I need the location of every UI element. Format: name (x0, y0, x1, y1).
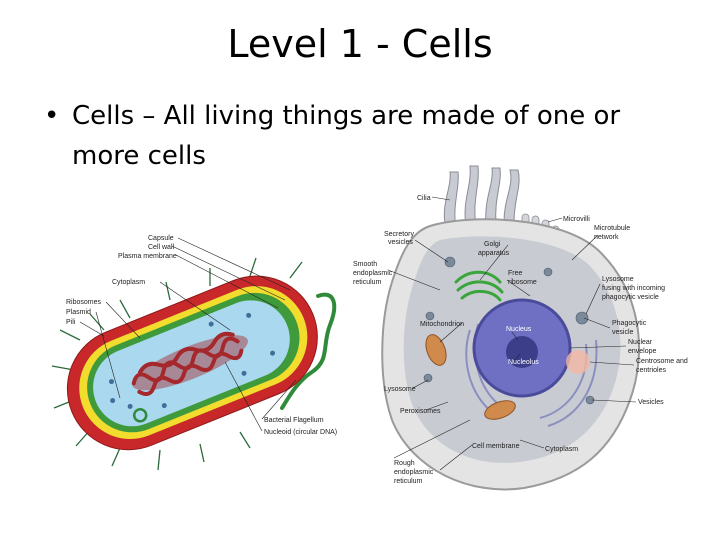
label-nucleoid: Nucleoid (circular DNA) (264, 429, 337, 436)
label-cytoplasm-animal: Cytoplasm (545, 446, 578, 453)
label-cytoplasm-bacterial: Cytoplasm (112, 279, 145, 286)
vesicles (423, 256, 595, 405)
label-free-ribosome-1: Free (508, 270, 523, 277)
bullet-text: Cells – All living things are made of on… (72, 101, 621, 171)
label-microtubule-2: network (594, 234, 619, 241)
label-cilia: Cilia (417, 195, 431, 202)
label-pili: Pili (66, 319, 76, 326)
label-rough-er-3: reticulum (394, 478, 423, 485)
mitochondria (425, 334, 516, 420)
label-smooth-er-1: Smooth (353, 261, 377, 268)
label-plasma-membrane: Plasma membrane (118, 253, 177, 260)
label-vesicles: Vesicles (638, 399, 664, 406)
label-secretory-2: vesicles (388, 239, 413, 246)
label-lysosome-fuse-3: phagocytic vesicle (602, 294, 659, 301)
label-free-ribosome-2: ribosome (508, 279, 537, 286)
label-nuclear-env-2: envelope (628, 348, 657, 355)
label-peroxisomes: Peroxisomes (400, 408, 441, 415)
label-golgi-1: Golgi (484, 241, 501, 248)
label-rough-er-2: endoplasmic (394, 469, 434, 476)
label-smooth-er-3: reticulum (353, 279, 382, 286)
label-centrosome-1: Centrosome and (636, 358, 688, 365)
label-nuclear-env-1: Nuclear (628, 339, 653, 346)
cilia (443, 165, 520, 229)
animal-leader-lines (387, 196, 637, 471)
label-golgi-2: apparatus (478, 250, 510, 257)
ribosomes (108, 312, 276, 409)
plasmid (132, 408, 148, 423)
nucleolus (506, 336, 538, 368)
label-microtubule-1: Microtubule (594, 225, 630, 232)
label-microvilli: Microvilli (563, 216, 590, 223)
label-lysosome-fuse-1: Lysosome (602, 276, 634, 283)
bacterial-leader-lines (79, 237, 297, 432)
label-secretory-1: Secretory (384, 231, 414, 238)
label-mitochondrion: Mitochondrion (420, 321, 464, 328)
label-flagellum: Bacterial Flagellum (264, 417, 324, 424)
label-phagocytic-2: vesicle (612, 329, 634, 336)
label-cell-wall: Cell wall (148, 244, 175, 251)
centrosome (566, 350, 590, 374)
golgi-apparatus (454, 270, 504, 302)
label-cell-membrane: Cell membrane (472, 443, 520, 450)
label-lysosome-fuse-2: fusing with incoming (602, 285, 665, 292)
label-ribosomes: Ribosomes (66, 299, 102, 306)
label-centrosome-2: centrioles (636, 367, 666, 374)
label-capsule: Capsule (148, 235, 174, 242)
label-nucleolus: Nucleolus (508, 359, 539, 366)
animal-cell: Cilia Microvilli Secretory vesicles Golg… (353, 165, 688, 491)
bacterial-cell: Capsule Cell wall Plasma membrane Cytopl… (51, 235, 337, 471)
label-phagocytic-1: Phagocytic (612, 320, 647, 327)
label-plasmid: Plasmid (66, 309, 91, 316)
slide-title: Level 1 - Cells (227, 22, 493, 66)
bullet-marker: • (44, 101, 60, 131)
label-rough-er-1: Rough (394, 460, 415, 467)
nucleoid-dna (131, 331, 244, 396)
label-nucleus: Nucleus (506, 326, 532, 333)
label-smooth-er-2: endoplasmic (353, 270, 393, 277)
label-lysosome: Lysosome (384, 386, 416, 393)
bacterial-flagellum (280, 292, 337, 410)
